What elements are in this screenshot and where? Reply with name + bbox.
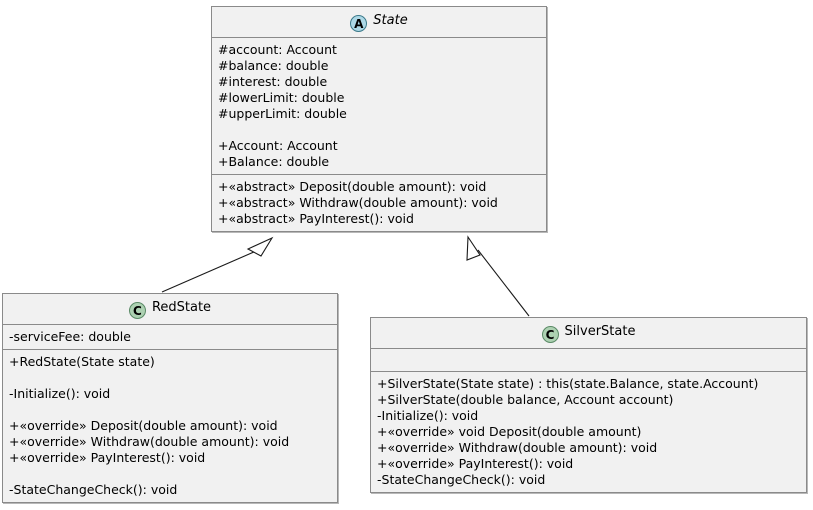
method-item: -Initialize(): void — [9, 386, 111, 401]
method-item: +«override» Withdraw(double amount): voi… — [9, 434, 290, 449]
methods-compartment-silverstate: +SilverState(State state) : this(state.B… — [371, 372, 806, 492]
method-item: +«abstract» Withdraw(double amount): voi… — [218, 195, 498, 210]
generalization-line — [161, 247, 264, 293]
generalization-silverstate-to-state — [466, 235, 530, 317]
attribute-item: #account: Account — [218, 42, 337, 57]
method-item: +«override» void Deposit(double amount) — [377, 424, 642, 439]
class-header-state: A State — [212, 7, 546, 38]
method-item: +«abstract» Deposit(double amount): void — [218, 179, 487, 194]
method-item: -StateChangeCheck(): void — [377, 472, 546, 487]
attribute-item: #upperLimit: double — [218, 106, 347, 121]
method-item: +«override» Deposit(double amount): void — [9, 418, 278, 433]
attribute-item: #lowerLimit: double — [218, 90, 345, 105]
hollow-triangle-arrowhead — [246, 236, 274, 257]
method-item: -StateChangeCheck(): void — [9, 482, 178, 497]
attribute-spacer — [218, 122, 541, 138]
methods-compartment-state: +«abstract» Deposit(double amount): void… — [212, 175, 546, 231]
class-name-silverstate: SilverState — [564, 324, 636, 339]
method-spacer — [9, 402, 332, 418]
attribute-item: #interest: double — [218, 74, 328, 89]
method-spacer — [9, 370, 332, 386]
class-box-silverstate[interactable]: C SilverState +SilverState(State state) :… — [370, 317, 807, 493]
class-icon: C — [541, 326, 559, 343]
class-icon: C — [128, 302, 146, 319]
attribute-item: -serviceFee: double — [9, 329, 131, 344]
method-item: +«override» Withdraw(double amount): voi… — [377, 440, 658, 455]
generalization-redstate-to-state — [161, 236, 274, 293]
attributes-compartment-redstate: -serviceFee: double — [3, 325, 337, 350]
attribute-item: +Account: Account — [218, 138, 338, 153]
abstract-class-icon: A — [350, 15, 368, 32]
hollow-triangle-arrowhead — [466, 235, 481, 261]
method-item: -Initialize(): void — [377, 408, 479, 423]
class-box-state[interactable]: A State #account: Account #balance: doubl… — [211, 6, 547, 232]
method-item: +SilverState(State state) : this(state.B… — [377, 376, 759, 391]
class-header-silverstate: C SilverState — [371, 318, 806, 349]
attribute-item: #balance: double — [218, 58, 329, 73]
class-name-redstate: RedState — [151, 300, 212, 315]
class-box-redstate[interactable]: C RedState -serviceFee: double +RedState(… — [2, 293, 338, 503]
class-name-state: State — [373, 13, 408, 28]
method-item: +«abstract» PayInterest(): void — [218, 211, 414, 226]
class-header-redstate: C RedState — [3, 294, 337, 325]
method-spacer — [9, 466, 332, 482]
attributes-compartment-state: #account: Account #balance: double #inte… — [212, 38, 546, 175]
method-item: +RedState(State state) — [9, 354, 155, 369]
methods-compartment-redstate: +RedState(State state) -Initialize(): vo… — [3, 350, 337, 502]
method-item: +«override» PayInterest(): void — [377, 456, 574, 471]
generalization-line — [477, 249, 530, 317]
method-item: +SilverState(double balance, Account acc… — [377, 392, 674, 407]
method-item: +«override» PayInterest(): void — [9, 450, 206, 465]
attributes-compartment-silverstate — [371, 349, 806, 372]
attribute-item: +Balance: double — [218, 154, 330, 169]
